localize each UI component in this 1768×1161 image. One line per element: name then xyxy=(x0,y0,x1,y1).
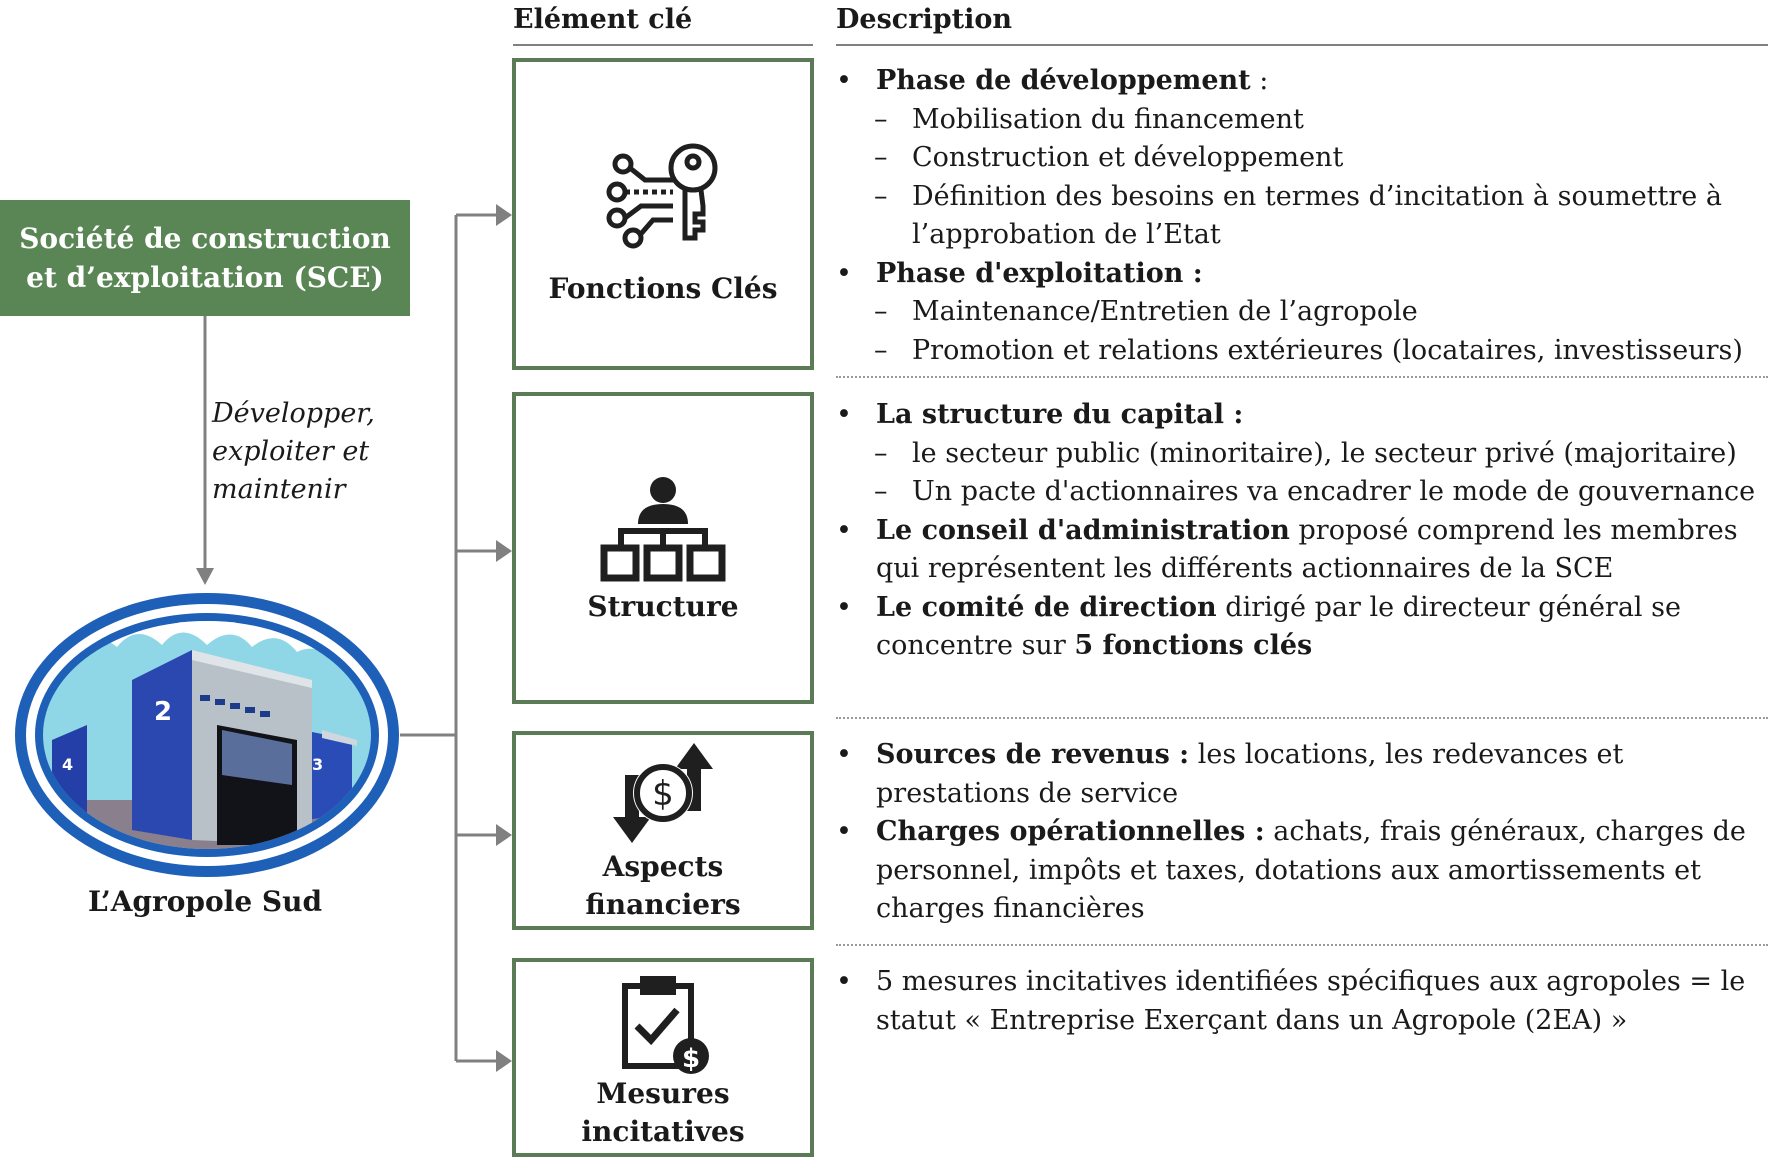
desc-bullet: Phase d'exploitation : xyxy=(836,255,1768,294)
desc-bold-text: 5 fonctions clés xyxy=(1074,630,1313,661)
sce-box: Société de construction et d’exploitatio… xyxy=(0,200,410,316)
desc-bullet: La structure du capital : xyxy=(836,396,1768,435)
logo-caption: L’Agropole Sud xyxy=(87,885,323,918)
desc-bold-text: Le conseil d'administration xyxy=(876,514,1290,546)
desc-dash: Construction et développement xyxy=(836,139,1768,178)
desc-bold-text: Phase d'exploitation : xyxy=(876,257,1203,289)
element-label: Fonctions Clés xyxy=(548,272,778,305)
svg-text:3: 3 xyxy=(312,755,323,774)
element-box-aspects-financiers: $ Aspects financiers xyxy=(512,731,814,930)
header-description: Description xyxy=(836,4,1012,35)
desc-bold-text: Sources de revenus : xyxy=(876,739,1190,770)
element-label: Aspects financiers xyxy=(585,850,741,921)
desc-bullet: Le conseil d'administration proposé comp… xyxy=(836,512,1768,589)
header-element-rule xyxy=(513,44,813,46)
separator xyxy=(836,944,1768,946)
desc-text: 5 mesures incitatives identifiées spécif… xyxy=(876,966,1746,1036)
branch-arrows xyxy=(456,213,500,1063)
description-mesures-incitatives: 5 mesures incitatives identifiées spécif… xyxy=(836,963,1768,1040)
clipboard-check-dollar-icon: $ xyxy=(622,976,709,1074)
svg-text:4: 4 xyxy=(62,755,73,774)
desc-text: les locations, les redevances et prestat… xyxy=(876,739,1624,809)
desc-bold-text: Charges opérationnelles : xyxy=(876,816,1265,847)
element-label: Structure xyxy=(587,590,739,623)
desc-dash: Mobilisation du financement xyxy=(836,101,1768,140)
element-label: Mesures incitatives xyxy=(581,1077,745,1148)
desc-bold-text: Le comité de direction xyxy=(876,591,1217,623)
description-structure: La structure du capital : le secteur pub… xyxy=(836,396,1768,666)
desc-dash: Promotion et relations extérieures (loca… xyxy=(836,332,1768,371)
desc-bold-text: La structure du capital : xyxy=(876,399,1244,430)
header-description-rule xyxy=(836,44,1768,46)
org-chart-icon xyxy=(600,477,726,582)
element-box-fonctions-cles: Fonctions Clés xyxy=(512,58,814,370)
header-element: Elément clé xyxy=(513,4,693,35)
desc-text: dirigé par le directeur général se conce… xyxy=(876,591,1681,662)
desc-dash: Maintenance/Entretien de l’agropole xyxy=(836,293,1768,332)
desc-text: achats, frais généraux, charges de perso… xyxy=(876,816,1746,924)
element-box-mesures-incitatives: $ Mesures incitatives xyxy=(512,958,814,1157)
svg-text:$: $ xyxy=(682,1044,700,1074)
desc-dash: Un pacte d'actionnaires va encadrer le m… xyxy=(836,473,1768,512)
desc-text: proposé comprend les membres qui représe… xyxy=(876,514,1738,585)
desc-dash: le secteur public (minoritaire), le sect… xyxy=(836,435,1768,474)
desc-bullet: 5 mesures incitatives identifiées spécif… xyxy=(836,963,1768,1040)
key-circuit-icon xyxy=(606,143,718,249)
element-box-structure: Structure xyxy=(512,392,814,704)
dollar-arrows-icon: $ xyxy=(613,743,713,843)
svg-text:$: $ xyxy=(652,774,674,814)
desc-text: : xyxy=(1250,65,1269,96)
relationship-label: Développer, exploiter et maintenir xyxy=(212,398,375,505)
desc-bullet: Phase de développement : xyxy=(836,62,1768,101)
separator xyxy=(836,376,1768,378)
description-fonctions-cles: Phase de développement : Mobilisation du… xyxy=(836,62,1768,370)
desc-bullet: Le comité de direction dirigé par le dir… xyxy=(836,589,1768,666)
separator xyxy=(836,717,1768,719)
agropole-logo: 2 4 3 xyxy=(15,593,399,877)
description-aspects-financiers: Sources de revenus : les locations, les … xyxy=(836,736,1768,929)
svg-text:2: 2 xyxy=(154,697,172,727)
desc-bold-text: Phase de développement xyxy=(876,65,1251,96)
desc-bullet: Sources de revenus : les locations, les … xyxy=(836,736,1768,813)
desc-bullet: Charges opérationnelles : achats, frais … xyxy=(836,813,1768,929)
desc-dash: Définition des besoins en termes d’incit… xyxy=(836,178,1768,255)
